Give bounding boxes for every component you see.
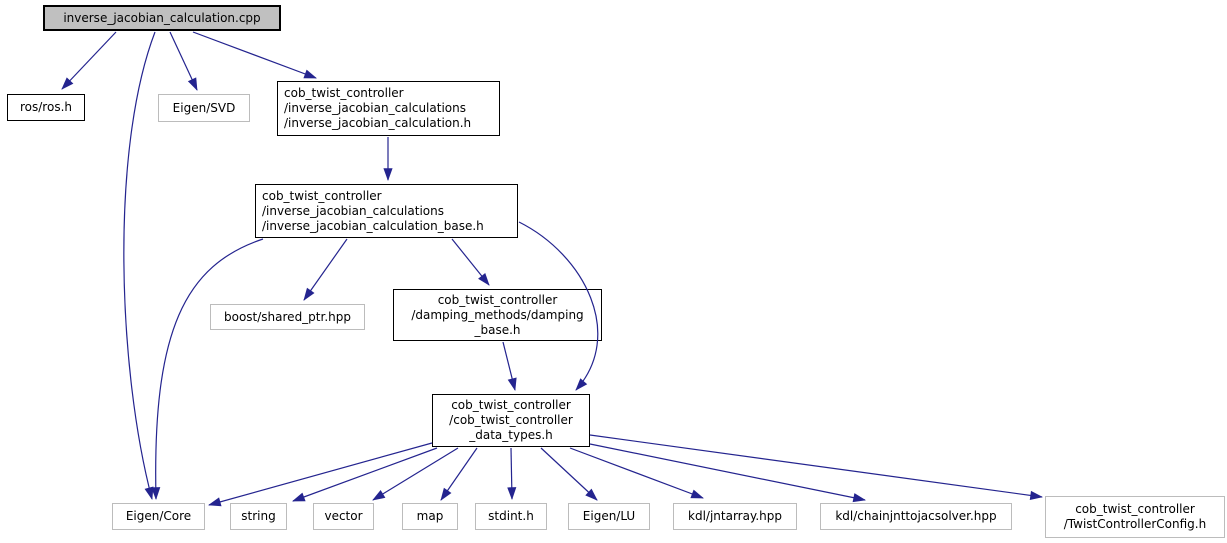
edge-data-types-to-vector	[372, 447, 459, 501]
node-map: map	[402, 503, 458, 530]
edge-damping-to-data-types	[502, 341, 517, 391]
node-inverse-jacobian-calculation-cpp: inverse_jacobian_calculation.cpp	[43, 5, 281, 31]
node-label: _data_types.h	[469, 428, 553, 442]
node-label: string	[241, 509, 276, 523]
node-label: /inverse_jacobian_calculations	[262, 203, 444, 218]
node-stdint-h: stdint.h	[475, 503, 547, 530]
node-label: cob_twist_controller	[262, 188, 382, 203]
node-damping-base-h[interactable]: cob_twist_controller /damping_methods/da…	[393, 289, 602, 341]
node-ros-ros-h[interactable]: ros/ros.h	[7, 94, 85, 121]
node-label: inverse_jacobian_calculation.cpp	[63, 10, 261, 25]
node-cob-twist-controller-data-types-h[interactable]: cob_twist_controller /cob_twist_controll…	[432, 394, 590, 447]
node-inverse-jacobian-calculation-h[interactable]: cob_twist_controller /inverse_jacobian_c…	[277, 81, 500, 136]
edge-data-types-to-chainjnttojacsolver	[589, 443, 866, 503]
node-kdl-jntarray-hpp: kdl/jntarray.hpp	[673, 503, 797, 530]
node-label: ros/ros.h	[20, 100, 72, 114]
node-label: cob_twist_controller	[284, 86, 404, 100]
node-label: /damping_methods/damping	[411, 307, 584, 322]
node-label: _base.h	[474, 322, 521, 337]
node-label: cob_twist_controller	[1075, 502, 1195, 516]
edge-data-types-to-stdint	[507, 447, 517, 501]
node-label: cob_twist_controller	[451, 398, 571, 412]
node-boost-shared-ptr-hpp: boost/shared_ptr.hpp	[210, 304, 365, 330]
node-label: stdint.h	[488, 509, 534, 523]
node-label: map	[416, 509, 444, 523]
edge-data-types-to-map	[440, 447, 478, 501]
node-vector: vector	[313, 503, 374, 530]
edge-cpp-to-eigen-svd	[169, 31, 198, 91]
node-label: vector	[324, 509, 363, 523]
node-label: kdl/chainjnttojacsolver.hpp	[835, 509, 997, 523]
edge-base-h-to-eigen-core	[151, 238, 264, 501]
node-string: string	[230, 503, 287, 530]
node-label: Eigen/Core	[125, 509, 192, 523]
node-label: /inverse_jacobian_calculation.h	[284, 116, 472, 130]
node-eigen-lu: Eigen/LU	[568, 503, 650, 530]
node-label: kdl/jntarray.hpp	[688, 509, 782, 523]
node-label: boost/shared_ptr.hpp	[224, 309, 351, 324]
node-label: Eigen/SVD	[172, 100, 236, 115]
edge-data-types-to-eigen-lu	[540, 447, 598, 501]
node-label: /inverse_jacobian_calculations	[284, 101, 466, 115]
node-eigen-svd: Eigen/SVD	[158, 94, 250, 122]
edge-cpp-to-calculation-h	[192, 31, 317, 79]
node-kdl-chainjnttojacsolver-hpp: kdl/chainjnttojacsolver.hpp	[820, 503, 1012, 530]
edge-base-h-to-boost	[303, 238, 348, 301]
node-label: /inverse_jacobian_calculation_base.h	[262, 218, 484, 233]
edge-data-types-to-twist-controller-config	[589, 434, 1044, 500]
edge-data-types-to-jntarray	[569, 447, 704, 499]
node-label: Eigen/LU	[582, 509, 636, 523]
edge-base-h-to-damping	[451, 238, 490, 286]
node-label: /TwistControllerConfig.h	[1063, 517, 1207, 531]
node-inverse-jacobian-calculation-base-h[interactable]: cob_twist_controller /inverse_jacobian_c…	[255, 184, 518, 238]
node-twist-controller-config-h: cob_twist_controller /TwistControllerCon…	[1045, 496, 1225, 538]
edge-data-types-to-eigen-core	[208, 442, 433, 507]
edge-cpp-to-eigen-core	[123, 31, 156, 500]
edge-data-types-to-string	[292, 447, 438, 502]
node-label: cob_twist_controller	[437, 292, 558, 307]
node-label: /cob_twist_controller	[449, 413, 573, 427]
node-eigen-core: Eigen/Core	[112, 503, 205, 530]
edge-cpp-to-ros	[61, 31, 117, 90]
